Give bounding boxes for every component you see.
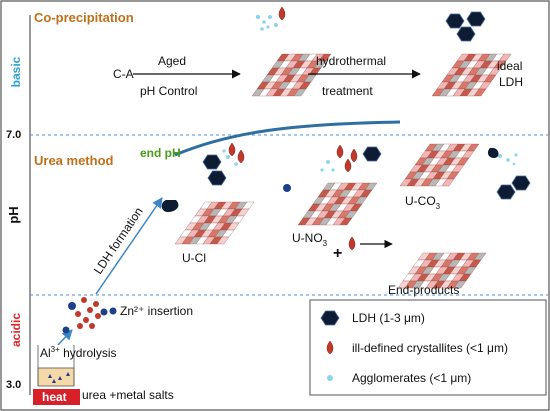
heat-box (33, 389, 80, 405)
crystal-tile (441, 178, 455, 187)
crystal-tile (339, 217, 353, 226)
ldh-crystal-u-no3 (297, 182, 378, 226)
legend-title: End-products (388, 283, 459, 297)
u-cl-products (161, 142, 245, 212)
tick-3-label: 3.0 (6, 379, 21, 391)
co-precipitation-title: Co-precipitation (34, 10, 134, 25)
ideal-ldh-label: LDH (499, 75, 523, 89)
axis-ph-label: pH (6, 206, 21, 223)
zn-ion-dot (109, 307, 117, 315)
ldh-crystal-aged (251, 53, 332, 97)
hexagon-icon (320, 310, 340, 326)
agglomerates-aged (255, 6, 286, 31)
crystal-tile (293, 88, 307, 97)
treatment-label: treatment (322, 84, 373, 98)
aged-label: Aged (158, 54, 186, 68)
legend-label-agglomerates: Agglomerates (<1 μm) (352, 371, 471, 385)
legend-item-crystallites: ill-defined crystallites (<1 μm) (326, 340, 508, 355)
ideal-label: ideal (497, 59, 522, 73)
zn-insertion-label: Zn²⁺ insertion (120, 304, 193, 318)
u-co3-products (362, 146, 531, 200)
u-co3-label: U-CO3 (405, 194, 441, 211)
legend-item-agglomerates: Agglomerates (<1 μm) (327, 371, 471, 385)
hydrolysis-arrow (57, 329, 73, 346)
crystal-tile (216, 236, 230, 245)
crystal-tile (453, 280, 467, 289)
dot-icon (327, 375, 333, 381)
axis-basic-label: basic (9, 56, 23, 87)
end-ph-label: end pH (140, 146, 181, 160)
heat-label: heat (42, 390, 67, 404)
ldh-crystal-u-co3 (399, 143, 480, 187)
ph-control-label: pH Control (140, 84, 197, 98)
c-a-label: C-A (113, 67, 134, 81)
hydrothermal-label: hydrothermal (316, 54, 386, 68)
ldh-crystal-assembled (397, 252, 487, 289)
legend-label-ldh: LDH (1-3 μm) (352, 311, 425, 325)
end-ph-curve (174, 120, 401, 157)
u-no3-label: U-NO3 (292, 231, 328, 248)
crystal-tile (473, 88, 487, 97)
ldh-formation-arrow (95, 197, 163, 295)
legend-box (309, 299, 547, 396)
plus-label: + (333, 245, 342, 262)
u-no3-products (283, 144, 358, 192)
beaker (37, 345, 75, 387)
legend-item-ldh: LDH (1-3 μm) (320, 310, 425, 326)
axis-acidic-label: acidic (9, 313, 23, 347)
u-cl-label: U-Cl (182, 251, 206, 265)
tick-7-label: 7.0 (6, 129, 21, 141)
al-hydrolysis-label: Al3+ hydrolysis (40, 345, 116, 360)
urea-salts-label: urea +metal salts (82, 388, 174, 402)
ldh-crystal-ideal (431, 53, 512, 97)
ldh-seed-cluster (62, 297, 108, 334)
legend-label-crystallites: ill-defined crystallites (<1 μm) (352, 341, 508, 355)
urea-method-title: Urea method (34, 153, 114, 168)
ldh-crystal-u-cl (174, 201, 255, 245)
